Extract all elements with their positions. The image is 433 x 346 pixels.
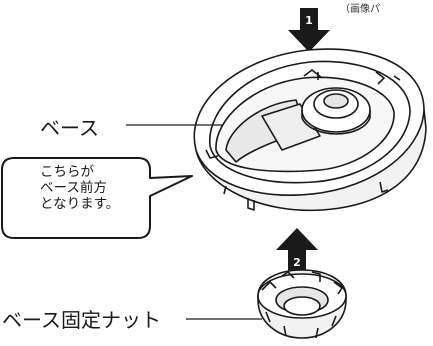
step-1-arrow-icon: 1 [288,8,330,52]
base-nut [257,269,347,339]
callout-line-2: ベース前方 [40,180,107,196]
callout-text: こちらが ベース前方 となります。 [40,164,150,212]
base-unit [193,48,427,212]
step-2-arrow-icon: 2 [276,228,318,276]
step-1-number: 1 [305,14,313,27]
base-nut-label: ベース固定ナット [2,308,161,332]
step-2-number: 2 [293,256,301,269]
callout-line-1: こちらが [40,164,94,180]
corner-text: （画像パ [340,4,380,15]
base-label: ベース [40,116,99,140]
callout-bubble [1,157,193,239]
callout-line-3: となります。 [40,196,120,212]
